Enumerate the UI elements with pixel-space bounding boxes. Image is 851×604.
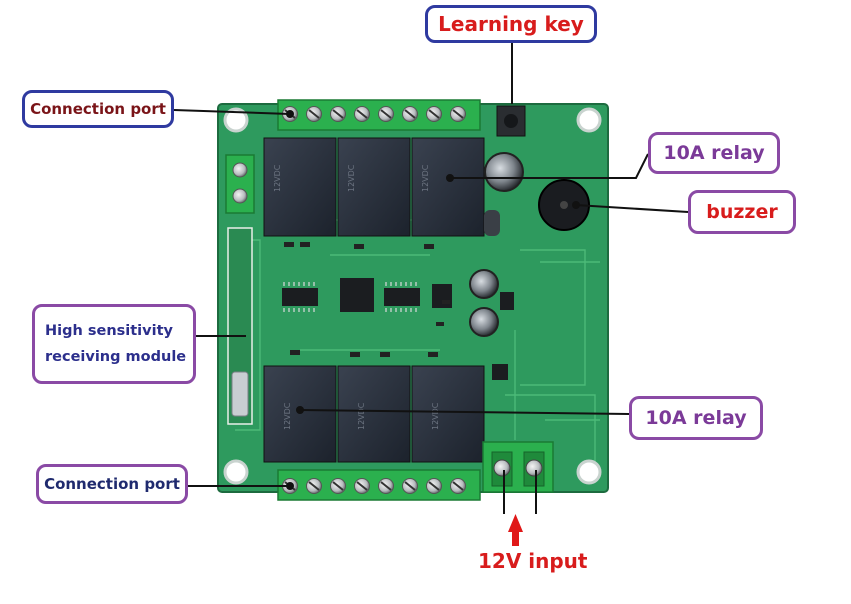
relay (337, 137, 411, 237)
ic-chips (282, 278, 514, 380)
connection-port-top-text: Connection port (30, 100, 166, 118)
relay-marking: 12VDC (357, 402, 366, 430)
relay-bottom-label: 10A relay (629, 396, 763, 440)
receiving-module-line1: High sensitivity (45, 323, 173, 339)
smd-components (284, 242, 450, 357)
relay (411, 137, 485, 237)
learning-key-text: Learning key (438, 12, 584, 36)
buzzer-label: buzzer (688, 190, 796, 234)
relay-marking: 12VDC (347, 164, 356, 192)
learning-key-button (496, 105, 526, 137)
connection-port-bottom-label: Connection port (36, 464, 188, 504)
relay-top-text: 10A relay (663, 142, 765, 164)
relay-marking: 12VDC (431, 402, 440, 430)
ic-pins (283, 282, 417, 312)
capacitors (469, 152, 524, 337)
connection-port-top-label: Connection port (22, 90, 174, 128)
relay (263, 137, 337, 237)
connection-port-top-terminal (277, 99, 481, 131)
relay (337, 365, 411, 463)
relay-top-label: 10A relay (648, 132, 780, 174)
connection-port-bottom-terminal (277, 469, 481, 501)
relays-bottom (263, 365, 485, 463)
relay-marking: 12VDC (273, 164, 282, 192)
antenna-terminal (225, 154, 255, 214)
relay-marking: 12VDC (421, 164, 430, 192)
mounting-holes (223, 107, 602, 485)
input-arrow (508, 514, 523, 546)
power-input-terminal (482, 441, 554, 493)
receiving-module (227, 227, 253, 425)
learning-key-label: Learning key (425, 5, 597, 43)
receiving-module-line2: receiving module (45, 349, 187, 365)
leader-dots (286, 110, 580, 490)
connection-port-bottom-text: Connection port (44, 475, 180, 493)
relay-bottom-text: 10A relay (645, 407, 747, 429)
relay (411, 365, 485, 463)
leader-lines (173, 42, 689, 514)
relays-top (263, 137, 485, 237)
buzzer-text: buzzer (706, 201, 778, 223)
receiving-module-label: High sensitivity receiving module (32, 304, 196, 384)
input-label: 12V input (478, 549, 588, 573)
relay-marking: 12VDC (283, 402, 292, 430)
